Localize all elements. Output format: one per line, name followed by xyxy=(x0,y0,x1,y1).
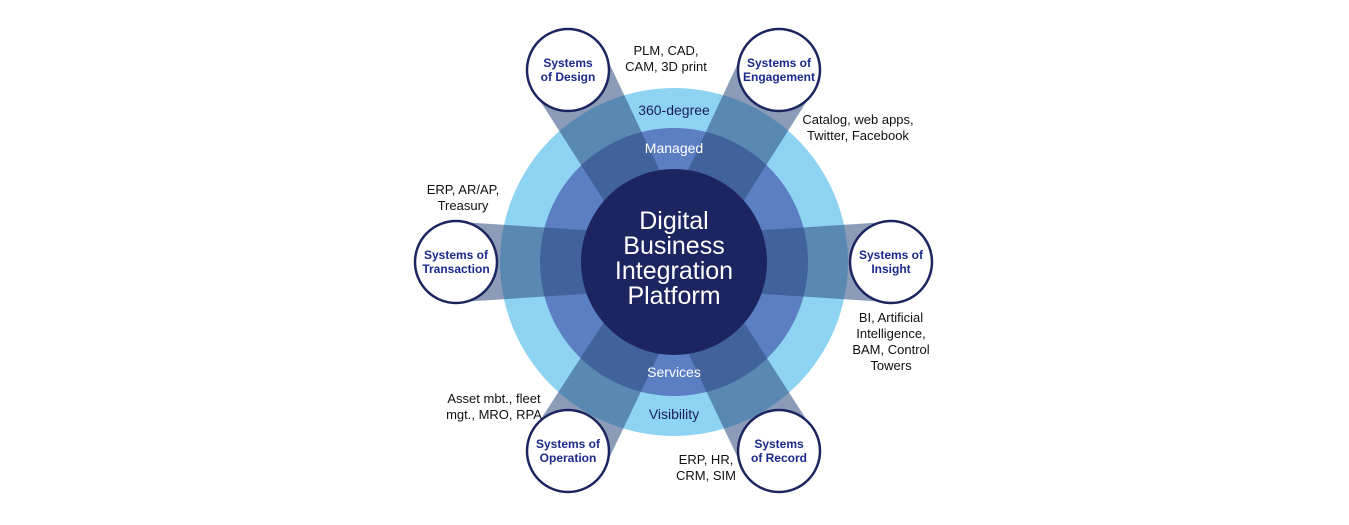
node-label-line: of Record xyxy=(751,451,807,465)
ring-label-managed: Managed xyxy=(645,140,703,156)
desc-line: mgt., MRO, RPA xyxy=(446,407,542,422)
node-circle xyxy=(736,408,822,494)
platform-title-line-3: Integration xyxy=(615,257,733,285)
desc-line: Intelligence, xyxy=(856,326,925,341)
desc-line: CAM, 3D print xyxy=(625,59,707,74)
node-label-line: of Design xyxy=(541,70,596,84)
desc-line: BI, Artificial xyxy=(859,310,923,325)
desc-systems-of-design: PLM, CAD,CAM, 3D print xyxy=(625,43,707,74)
node-label-line: Insight xyxy=(871,262,910,276)
platform-title-line-4: Platform xyxy=(627,282,720,310)
desc-line: CRM, SIM xyxy=(676,468,736,483)
beam-transaction xyxy=(460,222,614,302)
node-label-line: Systems of xyxy=(424,248,489,262)
desc-line: BAM, Control xyxy=(852,342,929,357)
node-label-line: Systems of xyxy=(859,248,924,262)
node-label-line: Systems xyxy=(543,56,593,70)
node-label-line: Systems xyxy=(754,437,804,451)
node-label-line: Systems of xyxy=(536,437,601,451)
platform-title: Digital Business Integration Platform xyxy=(615,207,733,310)
desc-line: Catalog, web apps, xyxy=(802,112,913,127)
desc-line: Twitter, Facebook xyxy=(807,128,909,143)
desc-line: PLM, CAD, xyxy=(633,43,698,58)
desc-line: ERP, AR/AP, xyxy=(427,182,500,197)
node-circle xyxy=(525,27,611,113)
ring-label-360-degree: 360-degree xyxy=(638,102,710,118)
desc-line: Treasury xyxy=(438,198,489,213)
platform-title-line-1: Digital xyxy=(639,207,708,235)
ring-label-services: Services xyxy=(647,364,701,380)
desc-line: Asset mbt., fleet xyxy=(447,391,541,406)
node-circle xyxy=(413,219,499,305)
node-label-line: Operation xyxy=(540,451,597,465)
node-circle xyxy=(848,219,934,305)
node-label-line: Transaction xyxy=(422,262,489,276)
ring-label-visibility: Visibility xyxy=(649,406,699,422)
desc-systems-of-engagement: Catalog, web apps,Twitter, Facebook xyxy=(802,112,913,143)
node-circle xyxy=(736,27,822,113)
platform-title-line-2: Business xyxy=(623,232,724,260)
desc-line: Towers xyxy=(870,358,912,373)
inner-circle xyxy=(581,169,767,355)
node-circle xyxy=(525,408,611,494)
desc-systems-of-record: ERP, HR,CRM, SIM xyxy=(676,452,736,483)
node-label-line: Systems of xyxy=(747,56,812,70)
desc-line: ERP, HR, xyxy=(679,452,734,467)
beam-insight xyxy=(734,222,887,302)
node-label-line: Engagement xyxy=(743,70,815,84)
desc-systems-of-transaction: ERP, AR/AP,Treasury xyxy=(427,182,500,213)
